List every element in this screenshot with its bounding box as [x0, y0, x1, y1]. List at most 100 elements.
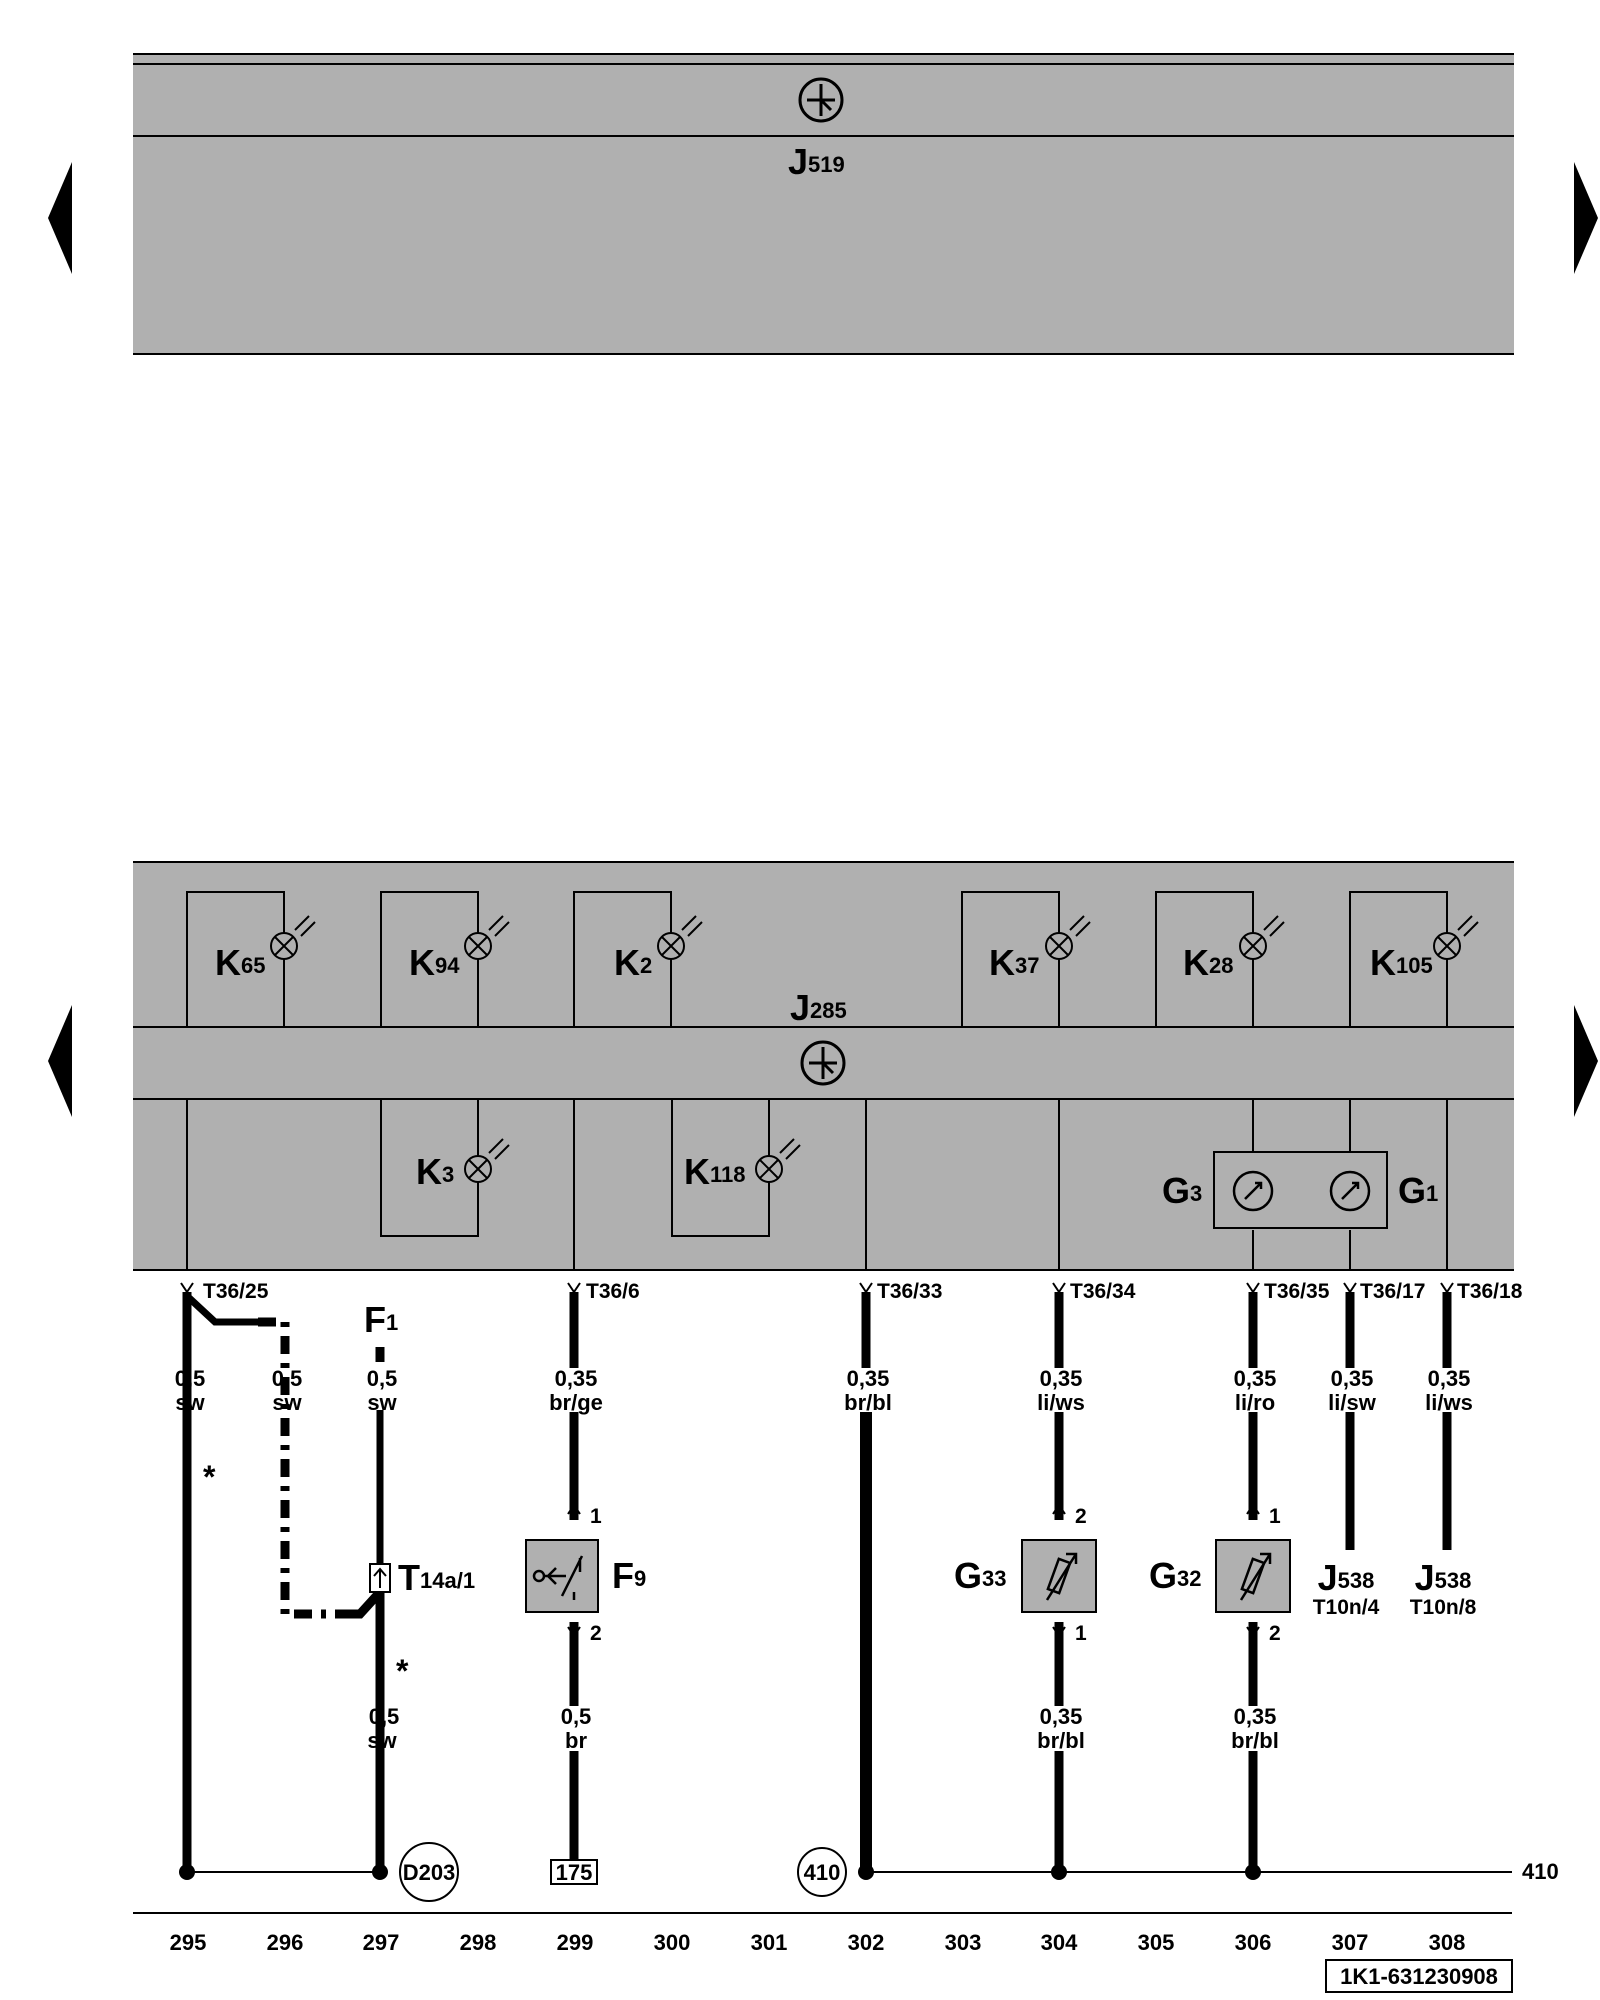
ground-ref-410[interactable]: 410: [797, 1847, 847, 1897]
wire-color: li/ro: [1235, 1390, 1275, 1415]
gauge-g1-label: G1: [1398, 1170, 1438, 1211]
wire-color: br/bl: [844, 1390, 892, 1415]
module-internal-lines: [186, 1099, 1448, 1270]
track-number: 297: [363, 1930, 400, 1955]
wire-color: li/ws: [1425, 1390, 1473, 1415]
track-number: 308: [1429, 1930, 1466, 1955]
wire-size: 0,35: [555, 1366, 598, 1391]
ground-ref-d203-label: D203: [403, 1860, 456, 1885]
warning-lamp-k94-label: K94: [409, 942, 460, 983]
wire-color: sw: [367, 1390, 397, 1415]
track-number: 301: [751, 1930, 788, 1955]
ref-j538-t10n4: J538 T10n/4: [1313, 1557, 1380, 1619]
warning-lamp-k28-label: K28: [1183, 942, 1233, 983]
ref-j538-pin: T10n/4: [1313, 1596, 1380, 1619]
wire-size: 0,5: [369, 1704, 400, 1729]
track-number: 302: [848, 1930, 885, 1955]
next-page-arrow-bottom[interactable]: [1574, 1005, 1598, 1117]
wire-color: br: [565, 1728, 587, 1753]
pin-number: 2: [1269, 1622, 1281, 1645]
warning-lamp-k118-label: K118: [684, 1151, 746, 1192]
wire-color: br/ge: [549, 1390, 603, 1415]
wire-size: 0,5: [175, 1366, 206, 1391]
warning-lamp-k105: K105: [1349, 891, 1479, 1027]
wire-color: sw: [367, 1728, 397, 1753]
connector-t36-35: T36/35: [1264, 1280, 1330, 1303]
wire-color: sw: [175, 1390, 205, 1415]
connector-t36-33: T36/33: [877, 1280, 942, 1303]
wire-size: 0,35: [847, 1366, 890, 1391]
electronic-module-icon: [798, 77, 844, 123]
module-j285-label: J285: [790, 987, 847, 1028]
prev-page-arrow-bottom[interactable]: [48, 1005, 72, 1117]
track-number: 300: [654, 1930, 691, 1955]
warning-lamp-k28: K28: [1155, 891, 1285, 1027]
ref-j538-t10n8: J538 T10n/8: [1410, 1557, 1477, 1619]
track-number: 305: [1138, 1930, 1175, 1955]
ref-box-175[interactable]: 175: [550, 1859, 598, 1885]
wire-size: 0,5: [367, 1366, 398, 1391]
handbrake-switch-icon: [532, 1555, 584, 1600]
track-number: 304: [1041, 1930, 1078, 1955]
asterisk-note: *: [396, 1653, 409, 1689]
track-number: 296: [267, 1930, 304, 1955]
track-number: 307: [1332, 1930, 1369, 1955]
module-j519: J519: [133, 53, 1514, 355]
gauges-g3-g1: G3 G1: [1162, 1151, 1438, 1229]
connector-t14a: T14a/1: [369, 1557, 475, 1598]
track-number: 303: [945, 1930, 982, 1955]
connector-t36-17: T36/17: [1360, 1280, 1425, 1303]
sender-g32: 1 2 G32: [1149, 1503, 1291, 1645]
connector-t36-25: T36/25: [203, 1280, 269, 1303]
wire-color: li/sw: [1328, 1390, 1377, 1415]
next-page-arrow-top[interactable]: [1574, 162, 1598, 274]
connector-pins: T36/25 T36/6 T36/33 T36/34 T36/35 T36/17…: [180, 1280, 1523, 1303]
sender-g32-label: G32: [1149, 1555, 1202, 1596]
fuse-f1-label: F1: [364, 1299, 398, 1340]
wire-color: br/bl: [1037, 1728, 1085, 1753]
pin-number: 2: [1075, 1505, 1087, 1528]
warning-lamp-k37: K37: [961, 891, 1091, 1027]
module-j285: J285: [133, 861, 1514, 1271]
warning-lamp-k2: K2: [573, 891, 703, 1027]
sender-g33-label: G33: [954, 1555, 1007, 1596]
wire-size: 0,35: [1331, 1366, 1374, 1391]
wire-size: 0,35: [1040, 1366, 1083, 1391]
warning-lamp-k65-label: K65: [215, 942, 265, 983]
warning-lamp-k105-label: K105: [1370, 942, 1433, 983]
track-number: 295: [170, 1930, 207, 1955]
track-number: 306: [1235, 1930, 1272, 1955]
connector-t14a-label: T14a/1: [398, 1557, 475, 1598]
wire-size: 0,5: [272, 1366, 303, 1391]
wire-color: br/bl: [1231, 1728, 1279, 1753]
warning-lamp-k3-label: K3: [416, 1151, 454, 1192]
track-numbers: 295 296 297 298 299 300 301 302 303 304 …: [170, 1930, 1466, 1955]
connector-t36-6: T36/6: [586, 1280, 640, 1303]
sender-g33: 2 1 G33: [954, 1503, 1097, 1645]
ground-ref-d203[interactable]: D203: [399, 1842, 459, 1902]
track-number: 299: [557, 1930, 594, 1955]
pin-number: 2: [590, 1622, 602, 1645]
switch-f9: 1 2 F9: [525, 1503, 646, 1645]
wire-size: 0,5: [561, 1704, 592, 1729]
warning-lamp-k94: K94: [380, 891, 510, 1027]
switch-f9-label: F9: [612, 1555, 646, 1596]
pin-number: 1: [1269, 1505, 1281, 1528]
warning-lamp-k37-label: K37: [989, 942, 1039, 983]
gauge-g1-icon: [1329, 1170, 1371, 1212]
wire-color: li/ws: [1037, 1390, 1085, 1415]
ref-box-175-label: 175: [556, 1860, 593, 1885]
ref-j538-label: J538: [1318, 1557, 1375, 1598]
prev-page-arrow-top[interactable]: [48, 162, 72, 274]
electronic-module-icon: [800, 1040, 846, 1086]
variable-resistor-icon: [1045, 1552, 1078, 1601]
pin-number: 1: [590, 1505, 602, 1528]
asterisk-note: *: [203, 1459, 216, 1495]
warning-lamp-k3: K3: [380, 1099, 510, 1237]
wire-color: sw: [272, 1390, 302, 1415]
warning-lamp-k118: K118: [671, 1099, 801, 1237]
wiring: [179, 1292, 1512, 1880]
connector-t36-18: T36/18: [1457, 1280, 1523, 1303]
pin-number: 1: [1075, 1622, 1087, 1645]
gauge-g3-label: G3: [1162, 1170, 1202, 1211]
